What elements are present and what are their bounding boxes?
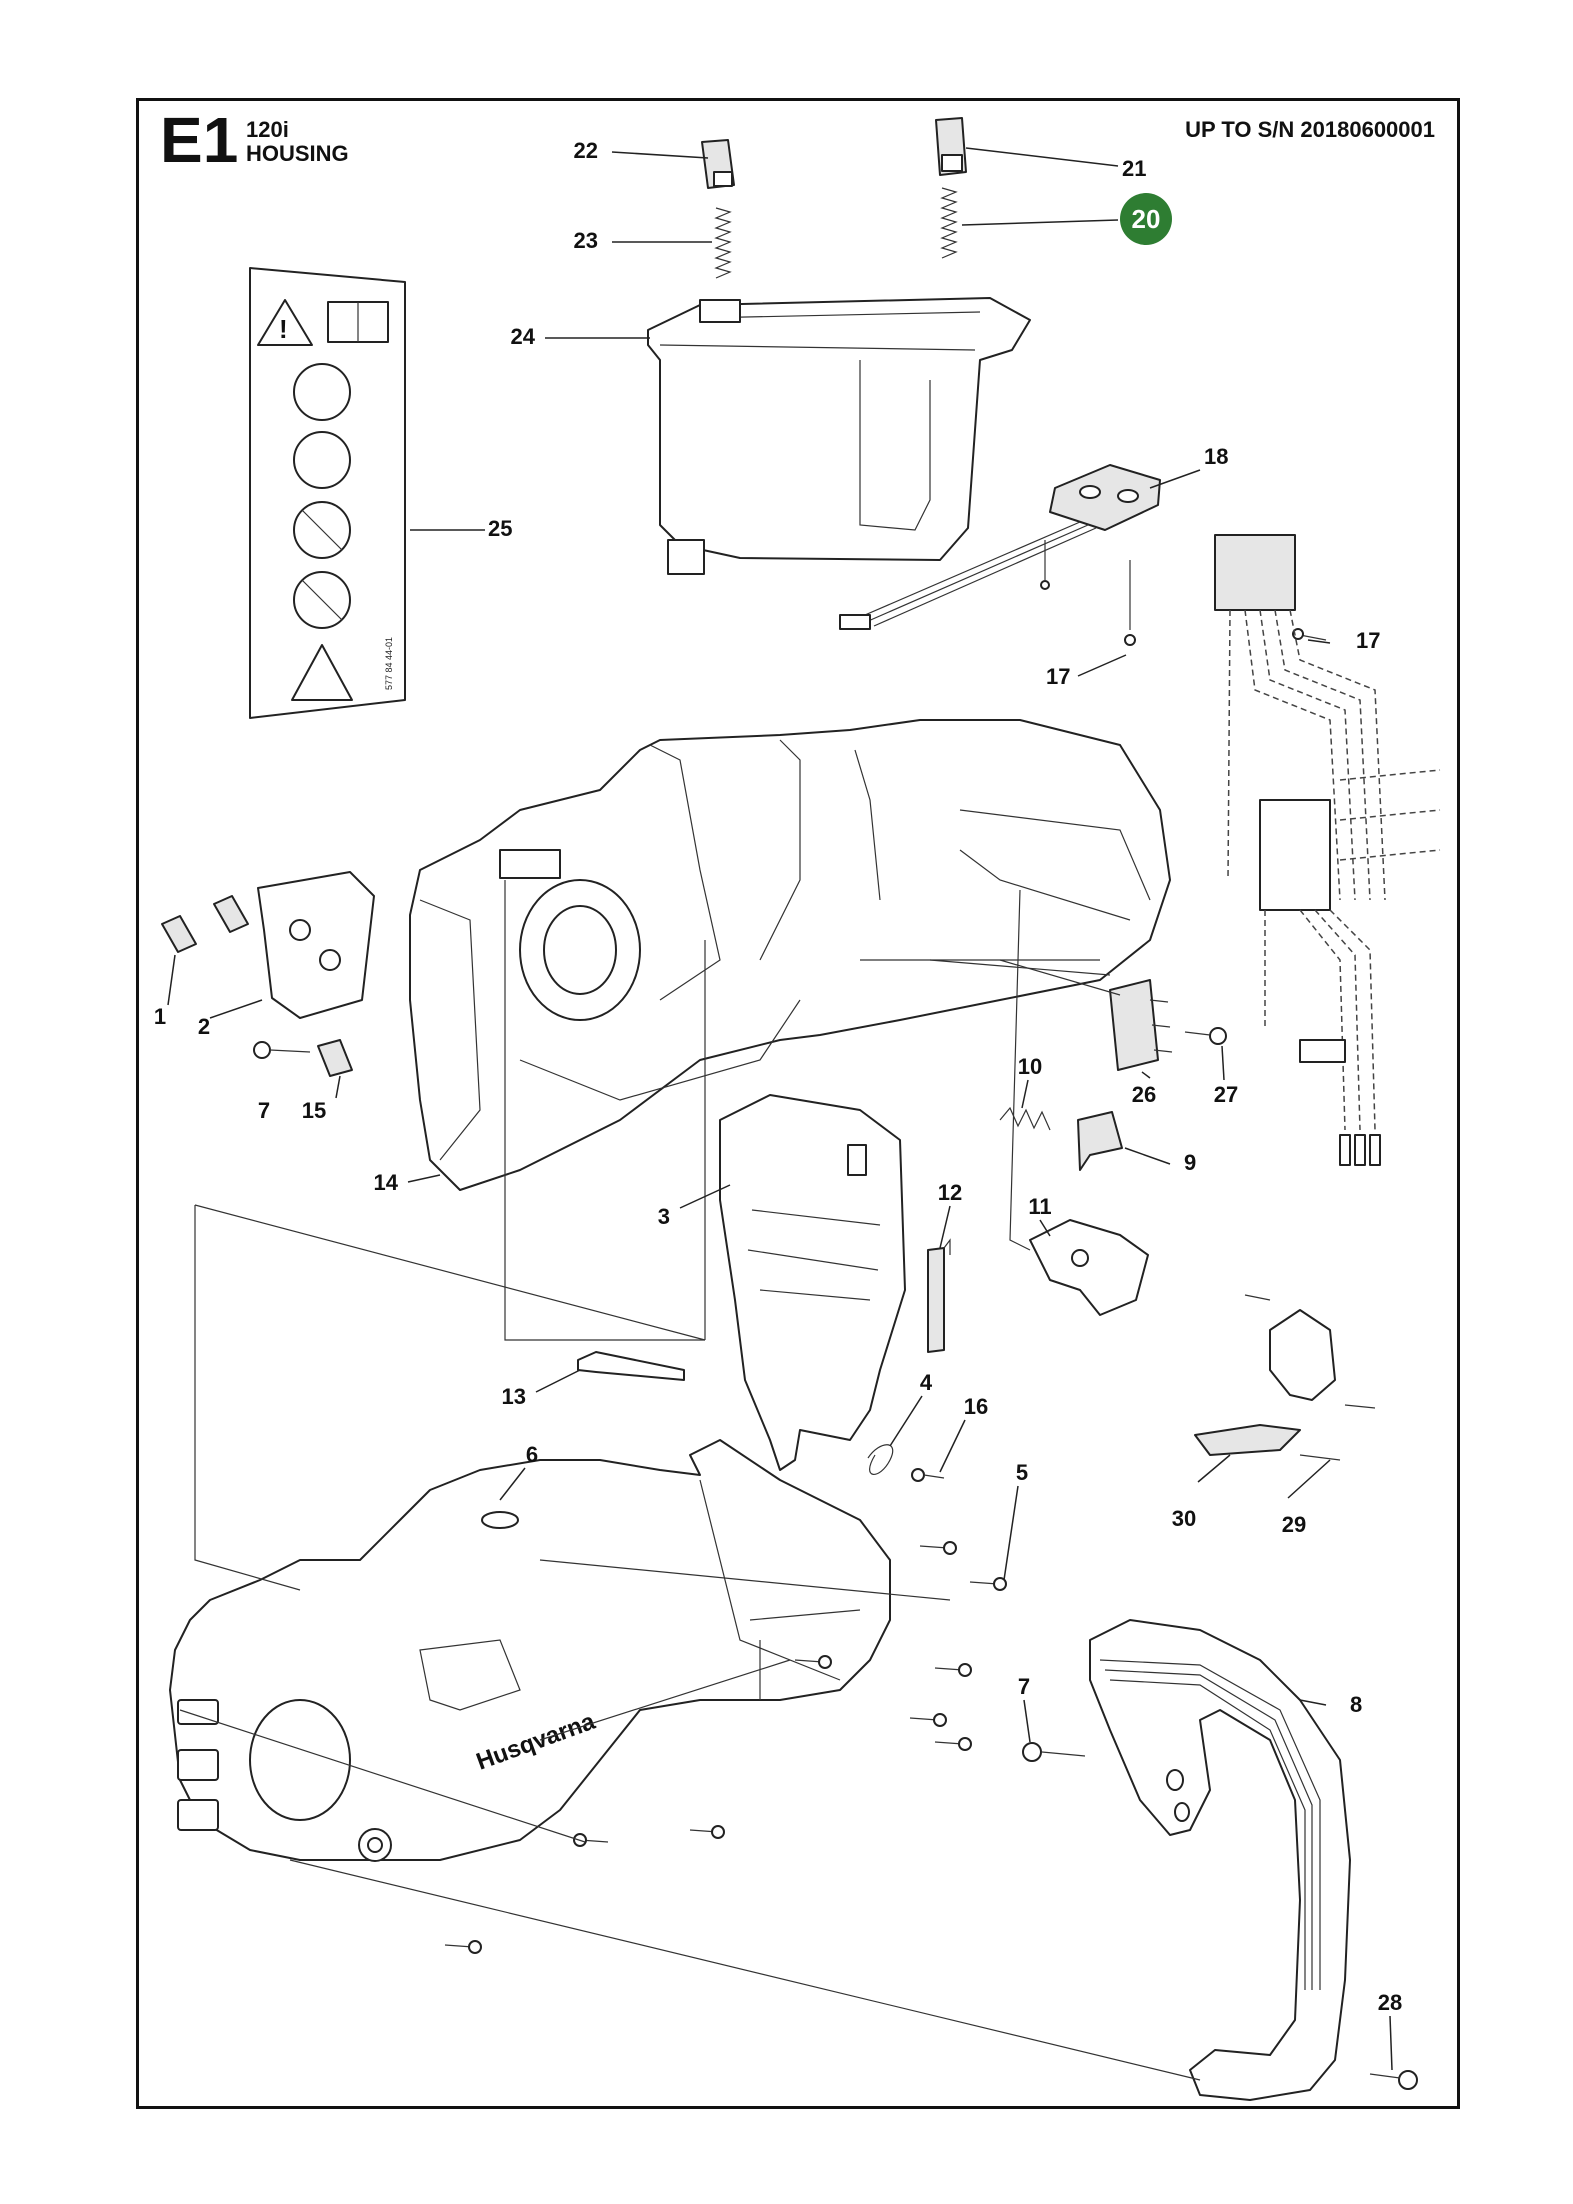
section-title: HOUSING	[246, 141, 349, 166]
latch-button-22	[701, 139, 735, 189]
throttle-trigger-11	[1029, 1219, 1149, 1316]
alignment-lines	[179, 880, 1201, 2081]
highlight-circle	[1120, 193, 1172, 245]
serial-note: UP TO S/N 20180600001	[1185, 117, 1435, 142]
callout-17-right[interactable]: 17	[1356, 628, 1380, 653]
battery-compartment	[647, 297, 1031, 575]
callout-9[interactable]: 9	[1184, 1150, 1196, 1175]
callout-12[interactable]: 12	[938, 1180, 962, 1205]
warning-decal: ! 577 84 44-01	[249, 267, 406, 719]
screw-28	[1398, 2070, 1418, 2090]
spring-20	[940, 187, 958, 259]
spring-23	[714, 207, 732, 279]
spring-4	[867, 1444, 894, 1475]
callout-14[interactable]: 14	[374, 1170, 399, 1195]
screws-17	[1040, 540, 1327, 646]
callout-21[interactable]: 21	[1122, 156, 1146, 181]
callout-7-upper[interactable]: 7	[258, 1098, 270, 1123]
handle-insert	[719, 1094, 906, 1471]
screw-16	[911, 1468, 945, 1482]
callout-24[interactable]: 24	[511, 324, 536, 349]
kickback-warning-icon	[291, 644, 353, 701]
stop-screws-1	[161, 895, 249, 953]
callout-27[interactable]: 27	[1214, 1082, 1238, 1107]
callout-28[interactable]: 28	[1378, 1990, 1402, 2015]
callout-1[interactable]: 1	[154, 1004, 166, 1029]
callout-numbers: 22 21 23 24 18 25 17 17 1 2 7 15 14 10 9…	[154, 138, 1402, 2015]
callout-10[interactable]: 10	[1018, 1054, 1042, 1079]
callout-15[interactable]: 15	[302, 1098, 326, 1123]
cover-screws	[444, 1541, 1007, 1954]
spring-10	[999, 1106, 1051, 1131]
callout-5[interactable]: 5	[1016, 1460, 1028, 1485]
callout-17-left[interactable]: 17	[1046, 664, 1070, 689]
terminal-block-26	[1109, 979, 1173, 1071]
callout-16[interactable]: 16	[964, 1394, 988, 1419]
callout-11[interactable]: 11	[1028, 1194, 1051, 1219]
highlighted-callout-20[interactable]: 20	[1120, 193, 1172, 245]
callout-18[interactable]: 18	[1204, 444, 1228, 469]
callout-30[interactable]: 30	[1172, 1506, 1196, 1531]
callout-23[interactable]: 23	[574, 228, 598, 253]
callout-7-lower[interactable]: 7	[1018, 1674, 1030, 1699]
front-handle	[1022, 1619, 1418, 2101]
diagram-frame	[136, 98, 1460, 2109]
callout-20[interactable]: 20	[1132, 204, 1161, 234]
decal-code: 577 84 44-01	[384, 637, 394, 690]
lockout-9	[1077, 1111, 1123, 1171]
chain-catcher-15	[253, 1039, 353, 1077]
callout-8[interactable]: 8	[1350, 1692, 1362, 1717]
kickback-icon	[293, 431, 351, 489]
callout-29[interactable]: 29	[1282, 1512, 1306, 1537]
callout-3[interactable]: 3	[658, 1204, 670, 1229]
switch-assembly	[839, 464, 1161, 630]
cover: Husqvarna	[169, 1439, 891, 1862]
screw-27	[1184, 1027, 1227, 1045]
screw-7b	[1022, 1742, 1042, 1762]
callout-22[interactable]: 22	[574, 138, 598, 163]
pin-13	[577, 1351, 685, 1381]
motor-housing	[409, 719, 1171, 1191]
callout-4[interactable]: 4	[920, 1370, 933, 1395]
callout-6[interactable]: 6	[526, 1442, 538, 1467]
model-name: 120i	[246, 117, 289, 142]
leader-lines	[167, 147, 1393, 2071]
callout-13[interactable]: 13	[502, 1384, 526, 1409]
wiring-harness	[1214, 534, 1441, 1166]
chain-catcher-plate-2	[257, 871, 375, 1019]
cable-clip-assembly	[1194, 1294, 1376, 1461]
helmet-icon	[293, 363, 351, 421]
svg-text:!: !	[279, 314, 288, 344]
sheet-code: E1	[160, 104, 239, 176]
allen-key-12	[927, 1238, 951, 1353]
latch-button-21	[935, 117, 967, 176]
callout-2[interactable]: 2	[198, 1014, 210, 1039]
callout-25[interactable]: 25	[488, 516, 512, 541]
callout-26[interactable]: 26	[1132, 1082, 1156, 1107]
